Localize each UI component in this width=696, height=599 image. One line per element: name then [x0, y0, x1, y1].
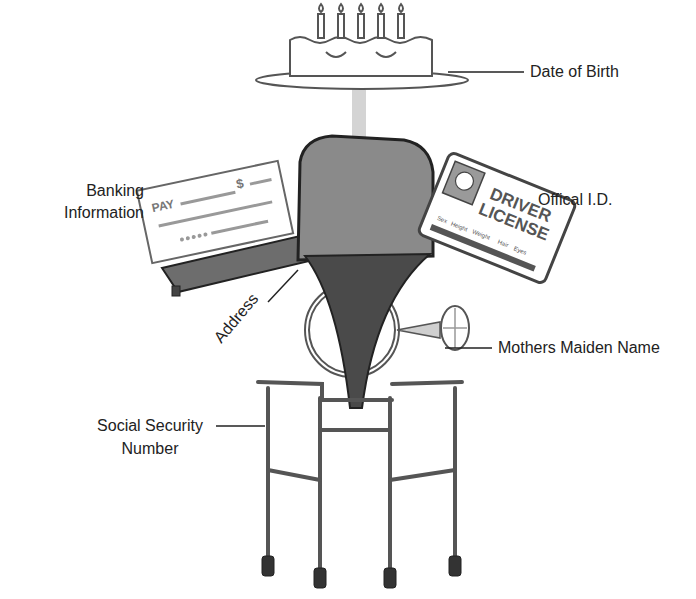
bank-check [181, 192, 236, 204]
birthday-cake [319, 4, 323, 12]
birthday-cake [358, 14, 364, 38]
mailbox-tray [172, 286, 180, 296]
license-field: Hair [497, 239, 510, 250]
mailbox [298, 136, 433, 260]
walker-frame [388, 398, 392, 572]
bank-check [180, 237, 185, 242]
walker-feet [384, 568, 396, 588]
birthday-cake [379, 4, 383, 12]
driver-license-card [442, 161, 484, 205]
cake-pole [352, 86, 366, 142]
walker-frame [392, 382, 462, 384]
walker-feet [262, 556, 274, 576]
callout-label: Date of Birth [530, 62, 619, 81]
bank-check [137, 161, 293, 263]
birthday-cake [338, 14, 344, 38]
diamond-ring [441, 306, 469, 350]
walker-feet [262, 556, 461, 588]
callout-label: Offical I.D. [538, 190, 612, 209]
driver-license-card [453, 169, 476, 192]
walker-feet [449, 556, 461, 576]
license-field: Sex [436, 215, 448, 225]
walker-feet [314, 568, 326, 588]
walker-frame [266, 388, 270, 560]
license-field: Eyes [513, 245, 528, 256]
license-field: Weight [471, 228, 491, 241]
walker-frame [258, 382, 322, 398]
check-text: $ [235, 175, 245, 192]
diamond-ring [397, 322, 440, 338]
license-field: Height [450, 221, 469, 234]
leader-lines [268, 270, 298, 302]
leader-lines [448, 71, 524, 73]
walker-frame [258, 382, 462, 572]
birthday-cake [326, 52, 346, 57]
bank-check [137, 161, 293, 263]
birthday-cake [399, 4, 403, 12]
walker-frame [268, 470, 320, 480]
leader-lines [216, 425, 265, 427]
bank-check [197, 233, 202, 238]
birthday-cake [256, 4, 468, 89]
check-text: PAY [150, 197, 175, 215]
bank-check [211, 221, 268, 233]
birthday-cake [359, 4, 363, 12]
callout-label: Mothers Maiden Name [498, 338, 660, 357]
birthday-cake [376, 52, 396, 57]
bank-check [203, 232, 208, 237]
birthday-cake [378, 14, 384, 38]
driver-license-card [417, 152, 576, 285]
cake-pole [352, 86, 366, 142]
walker-frame [453, 388, 457, 560]
driver-license-card [417, 152, 576, 285]
callout-label: Banking Information [58, 180, 144, 224]
walker-frame [320, 398, 392, 402]
callout-label: Address [210, 289, 262, 346]
birthday-cake [290, 37, 432, 76]
birthday-cake [318, 14, 324, 38]
birthday-cake [398, 14, 404, 38]
mailbox [298, 136, 433, 260]
bank-check [185, 236, 190, 241]
birthday-cake [339, 4, 343, 12]
diamond-ring [443, 308, 467, 348]
bank-check [250, 180, 272, 185]
walker-frame [318, 398, 322, 572]
leader-lines [216, 72, 524, 426]
walker-frame [320, 428, 390, 432]
bank-check [191, 235, 196, 240]
callout-label: Social Security Number [80, 414, 220, 460]
walker-frame [390, 470, 455, 480]
leader-lines [445, 347, 492, 349]
